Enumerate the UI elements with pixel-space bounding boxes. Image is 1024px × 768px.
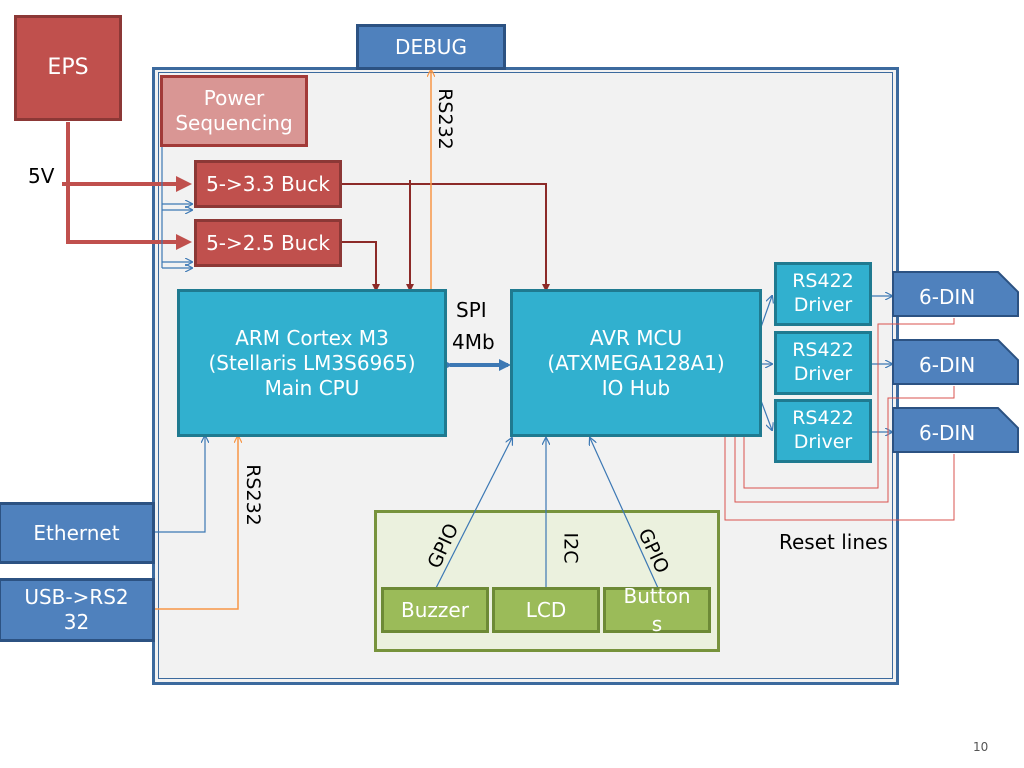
buzzer-label: Buzzer bbox=[401, 597, 469, 622]
buzzer-block: Buzzer bbox=[381, 587, 489, 633]
rs232-usb-label: RS232 bbox=[241, 464, 264, 526]
eps-label: EPS bbox=[47, 55, 89, 81]
eps-block: EPS bbox=[14, 15, 122, 121]
avr-line2: (ATXMEGA128A1) bbox=[547, 350, 725, 375]
lcd-block: LCD bbox=[492, 587, 600, 633]
debug-label: DEBUG bbox=[395, 34, 467, 59]
arm-line1: ARM Cortex M3 bbox=[235, 325, 389, 350]
usb-rs232-block: USB->RS232 bbox=[0, 578, 155, 642]
din-2-label: 6-DIN bbox=[919, 353, 976, 377]
sequencing-lines bbox=[161, 147, 192, 268]
avr-mcu-block: AVR MCU (ATXMEGA128A1) IO Hub bbox=[510, 289, 762, 437]
din-3-label: 6-DIN bbox=[919, 421, 976, 445]
page-number: 10 bbox=[973, 740, 989, 754]
din-shapes bbox=[892, 271, 1019, 453]
rs232-debug-label: RS232 bbox=[433, 88, 456, 150]
lcd-label: LCD bbox=[525, 597, 567, 622]
spi-rate-label: 4Mb bbox=[452, 330, 495, 354]
buck-2v5-block: 5->2.5 Buck bbox=[194, 219, 342, 267]
buck-3v3-block: 5->3.3 Buck bbox=[194, 160, 342, 208]
rs422-driver-2: RS422 Driver bbox=[774, 331, 872, 395]
buttons-label: Buttons bbox=[623, 584, 691, 636]
buck-3v3-label: 5->3.3 Buck bbox=[206, 171, 330, 196]
power-rails bbox=[62, 122, 192, 250]
buck-2v5-label: 5->2.5 Buck bbox=[206, 230, 330, 255]
buttons-block: Buttons bbox=[603, 584, 711, 636]
avr-line1: AVR MCU bbox=[589, 325, 683, 350]
ethernet-block: Ethernet bbox=[0, 502, 155, 564]
spi-label: SPI bbox=[456, 298, 487, 322]
rs422-driver-label: RS422 Driver bbox=[792, 339, 854, 385]
buck-output-lines bbox=[342, 180, 550, 292]
arm-line3: Main CPU bbox=[264, 375, 360, 400]
avr-line3: IO Hub bbox=[601, 375, 671, 400]
rs422-driver-1: RS422 Driver bbox=[774, 262, 872, 326]
power-sequencing-label: Power Sequencing bbox=[175, 86, 293, 135]
ethernet-label: Ethernet bbox=[33, 520, 120, 545]
power-sequencing-block: Power Sequencing bbox=[160, 75, 308, 147]
i2c-label: I2C bbox=[559, 532, 582, 564]
io-lines bbox=[435, 438, 659, 589]
arm-line2: (Stellaris LM3S6965) bbox=[208, 350, 416, 375]
5v-label: 5V bbox=[28, 164, 55, 188]
ethernet-line bbox=[155, 436, 205, 533]
arm-cpu-block: ARM Cortex M3 (Stellaris LM3S6965) Main … bbox=[177, 289, 447, 437]
usb-rs232-label: USB->RS232 bbox=[24, 585, 129, 634]
debug-block: DEBUG bbox=[356, 24, 506, 70]
rs422-driver-3: RS422 Driver bbox=[774, 399, 872, 463]
rs232-usb-line bbox=[155, 436, 238, 610]
rs422-driver-label: RS422 Driver bbox=[792, 407, 854, 453]
reset-lines-label: Reset lines bbox=[779, 530, 888, 554]
reset-lines bbox=[724, 318, 955, 521]
rs422-driver-label: RS422 Driver bbox=[792, 270, 854, 316]
din-1-label: 6-DIN bbox=[919, 285, 976, 309]
avr-rs422-lines bbox=[759, 296, 892, 432]
